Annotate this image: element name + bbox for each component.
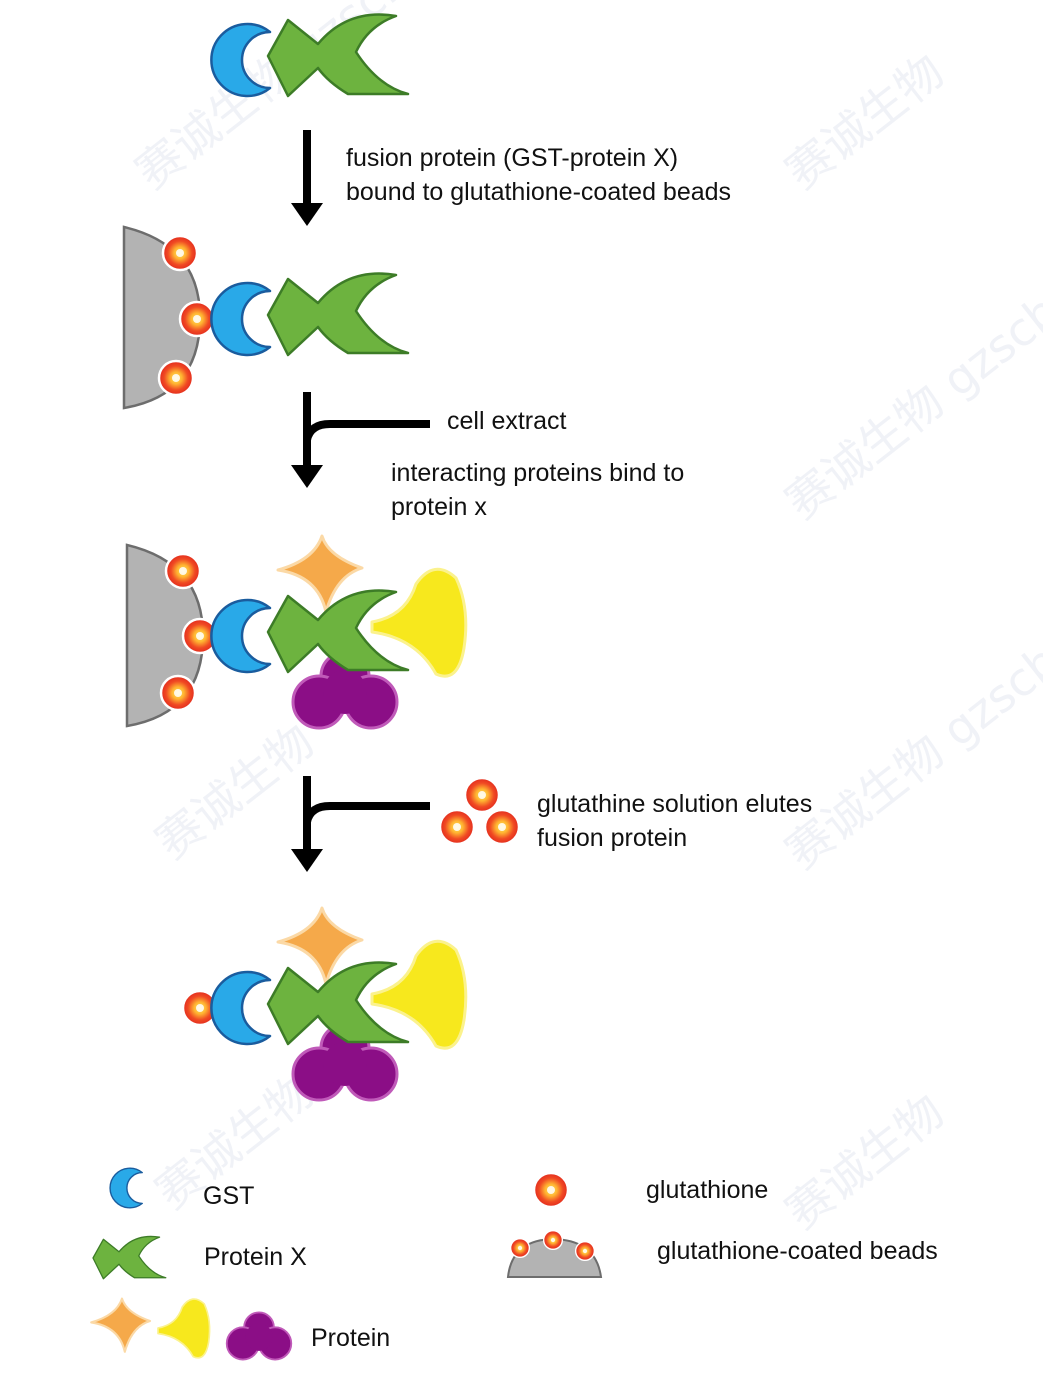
glutathione-ball — [178, 300, 216, 338]
legend-yellow-protein-icon — [157, 1298, 211, 1359]
stage1-fusion-protein — [210, 13, 410, 98]
gst-shape — [210, 970, 272, 1046]
glutathione-ball — [463, 776, 501, 814]
step1-arrow — [291, 130, 323, 226]
step3-line1: glutathine solution elutes — [537, 790, 813, 818]
step1-line2: bound to glutathione-coated beads — [346, 178, 732, 206]
step1-label: fusion protein (GST-protein X) bound to … — [346, 141, 731, 209]
gst-shape — [210, 598, 272, 674]
glutathione-ball — [159, 674, 197, 712]
gst-shape — [210, 22, 272, 98]
step2-line2: protein x — [391, 493, 487, 521]
legend-protein-x-icon — [92, 1235, 167, 1280]
stage3-bound-interactors — [125, 534, 468, 730]
step2-label: interacting proteins bind to protein x — [391, 456, 684, 524]
stage2-bound-complex — [122, 225, 410, 410]
protein-x-shape — [266, 272, 410, 357]
legend-protein-x-label: Protein X — [204, 1243, 307, 1271]
legend-beads-label: glutathione-coated beads — [657, 1237, 938, 1265]
legend-protein-label: Protein — [311, 1324, 391, 1352]
stage4-eluted-complex — [181, 906, 468, 1102]
legend-glutathione-label: glutathione — [646, 1176, 769, 1204]
legend-gst-icon — [109, 1167, 143, 1209]
step3-line2: fusion protein — [537, 824, 688, 852]
glutathione-ball — [157, 359, 195, 397]
legend-gst-label: GST — [203, 1182, 255, 1210]
legend-beads-icon — [506, 1229, 603, 1278]
step2-arrow — [291, 392, 430, 488]
legend-purple-protein-icon — [225, 1311, 293, 1361]
glutathione-ball — [483, 808, 521, 846]
step2-input-label: cell extract — [447, 407, 567, 435]
step1-line1: fusion protein (GST-protein X) — [346, 144, 679, 172]
legend-glutathione-icon — [532, 1171, 570, 1209]
gst-shape — [210, 281, 272, 357]
step3-label: glutathine solution elutes fusion protei… — [537, 787, 812, 855]
step3-arrow — [291, 776, 521, 872]
protein-x-shape — [266, 13, 410, 98]
glutathione-ball — [161, 234, 199, 272]
glutathione-ball — [438, 808, 476, 846]
step2-line1: interacting proteins bind to — [391, 459, 685, 487]
legend-orange-protein-icon — [90, 1297, 152, 1353]
glutathione-ball — [164, 552, 202, 590]
legend — [90, 1167, 603, 1361]
